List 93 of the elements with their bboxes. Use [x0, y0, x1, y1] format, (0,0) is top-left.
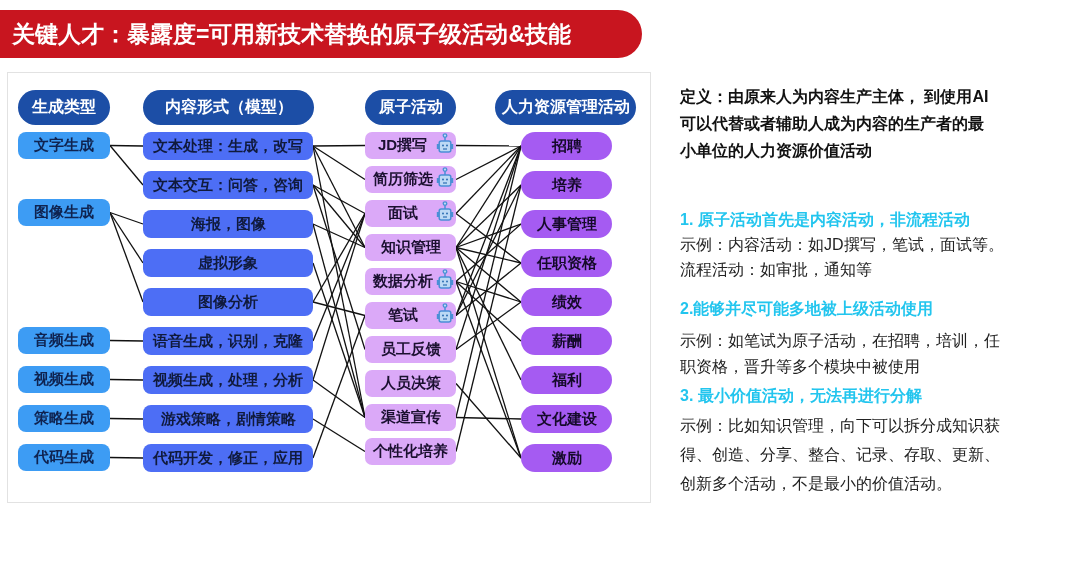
category-box: 策略生成 — [18, 405, 110, 432]
connector-line — [455, 246, 522, 303]
content-box: 代码开发，修正，应用 — [143, 444, 313, 472]
connector-line — [312, 144, 366, 147]
activity-label: 简历筛选 — [371, 170, 434, 189]
connector-line — [109, 144, 144, 147]
connector-line — [455, 301, 522, 351]
activity-box — [365, 132, 456, 159]
connector-line — [312, 262, 366, 419]
connector-line — [109, 417, 144, 420]
category-box: 视频生成 — [18, 366, 110, 393]
category-box: 代码生成 — [18, 444, 110, 471]
content-box: 视频生成，处理，分析 — [143, 366, 313, 394]
connector-line — [109, 211, 144, 225]
content-box: 文本交互：问答，咨询 — [143, 171, 313, 199]
hr-activity-box: 文化建设 — [521, 405, 612, 433]
connector-line — [455, 145, 522, 215]
column-header: 内容形式（模型） — [143, 90, 314, 125]
activity-box: 个性化培养 — [365, 438, 456, 465]
activity-box: 知识管理 — [365, 234, 456, 261]
activity-box: 渠道宣传 — [365, 404, 456, 431]
connector-line — [312, 212, 366, 381]
connector-line — [455, 145, 522, 249]
connector-line — [455, 223, 522, 249]
connector-line — [312, 184, 366, 249]
title-banner: 关键人才：暴露度=可用新技术替换的原子级活动&技能 — [0, 10, 642, 58]
category-box: 文字生成 — [18, 132, 110, 159]
hr-activity-box: 绩效 — [521, 288, 612, 316]
activity-box: 人员决策 — [365, 370, 456, 397]
activity-box — [365, 166, 456, 193]
definition-text: 定义：由原来人为内容生产主体， 到使用AI可以代替或者辅助人成为内容的生产者的最小单位的人力资源价值活动 — [680, 87, 990, 161]
content-box: 虚拟形象 — [143, 249, 313, 277]
content-box: 文本处理：生成，改写 — [143, 132, 313, 160]
activity-box — [365, 268, 456, 295]
connector-line — [455, 416, 522, 420]
connector-line — [109, 378, 144, 381]
connector-line — [455, 246, 522, 381]
connector-line — [312, 314, 366, 459]
connector-line — [312, 184, 366, 351]
connector-line — [109, 211, 144, 303]
activity-label: 笔试 — [386, 306, 419, 325]
category-box: 图像生成 — [18, 199, 110, 226]
category-box: 音频生成 — [18, 327, 110, 354]
connector-line — [455, 184, 522, 317]
content-box: 游戏策略，剧情策略 — [143, 405, 313, 433]
connector-line — [312, 184, 366, 215]
activity-box: 员工反馈 — [365, 336, 456, 363]
connector-line — [312, 145, 366, 181]
content-box: 图像分析 — [143, 288, 313, 316]
hr-activity-box: 培养 — [521, 171, 612, 199]
connector-line — [455, 280, 522, 459]
activity-box — [365, 200, 456, 227]
example-text: 示例：内容活动：如JD撰写，笔试，面试等。 — [680, 235, 1005, 255]
example-text: 示例：比如知识管理，向下可以拆分成知识获得、创造、分享、整合、记录、存取、更新、创新多个活动，不是最小的价值活动。 — [680, 416, 1001, 494]
activity-box — [365, 302, 456, 329]
connector-line — [455, 280, 522, 303]
connector-line — [312, 223, 366, 249]
point-heading: 2.能够并尽可能多地被上级活动使用 — [680, 299, 935, 319]
connector-line — [312, 379, 366, 419]
hr-activity-box: 福利 — [521, 366, 612, 394]
hr-activity-box: 薪酬 — [521, 327, 612, 355]
column-header: 生成类型 — [18, 90, 110, 125]
hr-activity-box: 招聘 — [521, 132, 612, 160]
connector-line — [312, 301, 366, 317]
connector-line — [109, 211, 144, 264]
hr-activity-box: 激励 — [521, 444, 612, 472]
hr-activity-box: 人事管理 — [521, 210, 612, 238]
connector-line — [455, 184, 522, 249]
connector-line — [455, 212, 522, 264]
connector-line — [109, 144, 144, 186]
example-text: 示例：如笔试为原子活动，在招聘，培训，任职资格，晋升等多个模块中被使用 — [680, 331, 1001, 377]
activity-label: 数据分析 — [371, 272, 434, 291]
content-box: 海报，图像 — [143, 210, 313, 238]
connector-line — [455, 246, 522, 264]
connector-line — [312, 212, 366, 342]
connector-line — [455, 382, 522, 459]
point-heading: 1. 原子活动首先是内容活动，非流程活动 — [680, 210, 971, 230]
activity-label: 面试 — [386, 204, 419, 223]
connector-line — [312, 418, 366, 453]
connector-line — [455, 262, 522, 317]
connector-line — [455, 223, 522, 283]
point-heading: 3. 最小价值活动，无法再进行分解 — [680, 386, 923, 406]
connector-line — [455, 145, 522, 181]
activity-label: JD撰写 — [376, 136, 429, 155]
column-header: 原子活动 — [365, 90, 456, 125]
connector-line — [455, 144, 522, 147]
column-header: 人力资源管理活动 — [495, 90, 636, 125]
connector-line — [109, 456, 144, 459]
connector-line — [109, 339, 144, 342]
content-box: 语音生成，识别，克隆 — [143, 327, 313, 355]
example-text: 流程活动：如审批，通知等 — [680, 260, 873, 280]
connector-line — [455, 280, 522, 342]
hr-activity-box: 任职资格 — [521, 249, 612, 277]
